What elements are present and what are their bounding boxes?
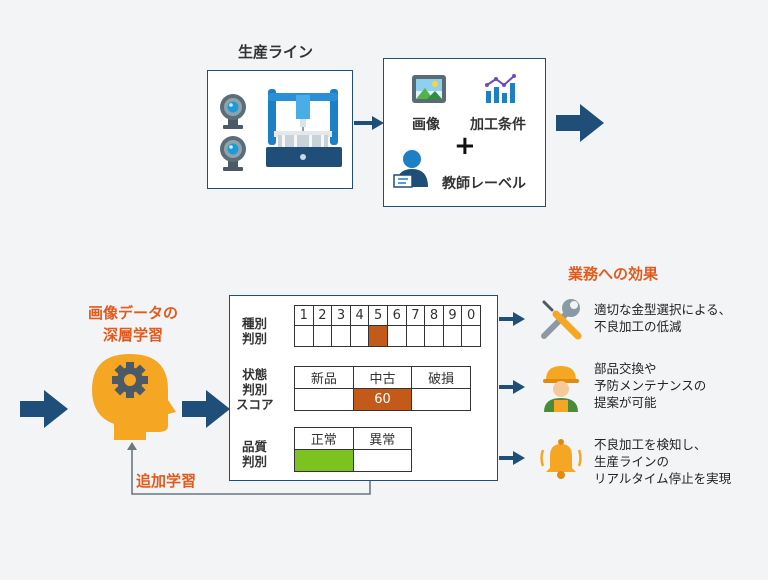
deep-learning-title-line1: 画像データの [87, 304, 178, 322]
effect-line: 生産ラインの [594, 454, 670, 469]
effect-line: 適切な金型選択による、 [594, 302, 732, 317]
flow-arrow [499, 312, 525, 326]
type-cell-value [424, 325, 444, 347]
effect-line: リアルタイム停止を実現 [594, 471, 732, 486]
effect-line: 予防メンテナンスの [594, 378, 707, 393]
type-cell-value [405, 325, 426, 347]
type-cell-value [349, 325, 370, 347]
type-cell-value [331, 325, 351, 347]
type-cell-label: 2 [312, 305, 333, 326]
state-label-line: 判別 [242, 382, 268, 397]
type-cell-value [442, 325, 463, 347]
state-label-line: スコア [236, 397, 274, 412]
effect-text-3: 不良加工を検知し、 生産ラインの リアルタイム停止を実現 [594, 436, 731, 487]
type-row-label: 種別 判別 [242, 316, 267, 346]
type-cell-value [386, 325, 407, 347]
teacher-icon [393, 150, 428, 188]
quality-cell [352, 449, 412, 472]
production-line-box [207, 70, 353, 189]
effect-line: 不良加工を検知し、 [594, 437, 707, 452]
state-header: 新品 [294, 366, 354, 389]
effect-text-1: 適切な金型選択による、 不良加工の低減 [594, 301, 731, 335]
flow-arrow [499, 451, 525, 465]
quality-grid: 正常異常 [294, 427, 412, 472]
wrench-screwdriver-icon [541, 299, 582, 340]
ai-head-gear-icon [92, 354, 176, 440]
deep-learning-title-line2: 深層学習 [102, 326, 163, 344]
flow-arrow-large [20, 390, 68, 428]
flow-arrow [354, 116, 384, 130]
flow-arrow [499, 380, 525, 394]
state-cell [411, 388, 471, 411]
deep-learning-title: 画像データの 深層学習 [78, 302, 188, 346]
state-grid: 新品中古破損 60 [294, 366, 471, 411]
flow-arrow-large [556, 104, 604, 142]
quality-label-line: 判別 [242, 454, 268, 469]
effects-title: 業務への効果 [568, 265, 659, 283]
camera-icon [220, 136, 246, 171]
type-cell-label: 4 [349, 305, 370, 326]
type-label-line: 判別 [242, 331, 268, 346]
quality-header: 異常 [352, 427, 412, 450]
production-line-title: 生産ライン [238, 43, 314, 61]
state-cell [294, 388, 354, 411]
state-header: 破損 [411, 366, 471, 389]
image-icon [412, 75, 446, 103]
type-cell-value [312, 325, 333, 347]
teacher-label: 教師レーベル [442, 176, 526, 192]
type-cell-label: 7 [405, 305, 426, 326]
type-cell-value [461, 325, 481, 347]
camera-icon [220, 94, 246, 129]
type-cell-label: 8 [424, 305, 444, 326]
effect-text-2: 部品交換や 予防メンテナンスの 提案が可能 [594, 360, 706, 411]
quality-label-line: 品質 [242, 439, 268, 454]
image-label: 画像 [412, 117, 440, 133]
type-cell-label: 0 [461, 305, 481, 326]
state-header: 中古 [352, 366, 413, 389]
type-label-line: 種別 [242, 316, 268, 331]
type-cell-value [294, 325, 314, 347]
type-cell-label: 1 [294, 305, 314, 326]
feedback-loop-arrow [127, 442, 371, 495]
quality-cell [294, 449, 354, 472]
feedback-label: 追加学習 [136, 472, 197, 490]
quality-row-label: 品質 判別 [242, 439, 267, 469]
flow-arrow-large [182, 390, 230, 428]
worker-icon [543, 366, 579, 412]
type-cell-label: 3 [331, 305, 351, 326]
state-label-line: 状態 [242, 367, 268, 382]
type-cell-label: 5 [368, 305, 388, 326]
quality-header: 正常 [294, 427, 354, 450]
plus-sign: + [454, 131, 476, 161]
type-cell-label: 6 [386, 305, 407, 326]
input-data-box: 画像 加工条件 + 教師レーベル [383, 58, 546, 207]
type-cell-value [368, 325, 388, 347]
cnc-machine-icon [266, 89, 342, 167]
conditions-label: 加工条件 [470, 117, 526, 133]
alarm-bell-icon [540, 439, 582, 479]
type-cell-label: 9 [442, 305, 463, 326]
effect-line: 提案が可能 [594, 395, 657, 410]
state-row-label: 状態 判別 スコア [236, 367, 274, 412]
effect-line: 不良加工の低減 [594, 319, 682, 334]
effect-line: 部品交換や [594, 361, 657, 376]
state-score: 60 [352, 388, 413, 411]
chart-icon [485, 74, 516, 103]
